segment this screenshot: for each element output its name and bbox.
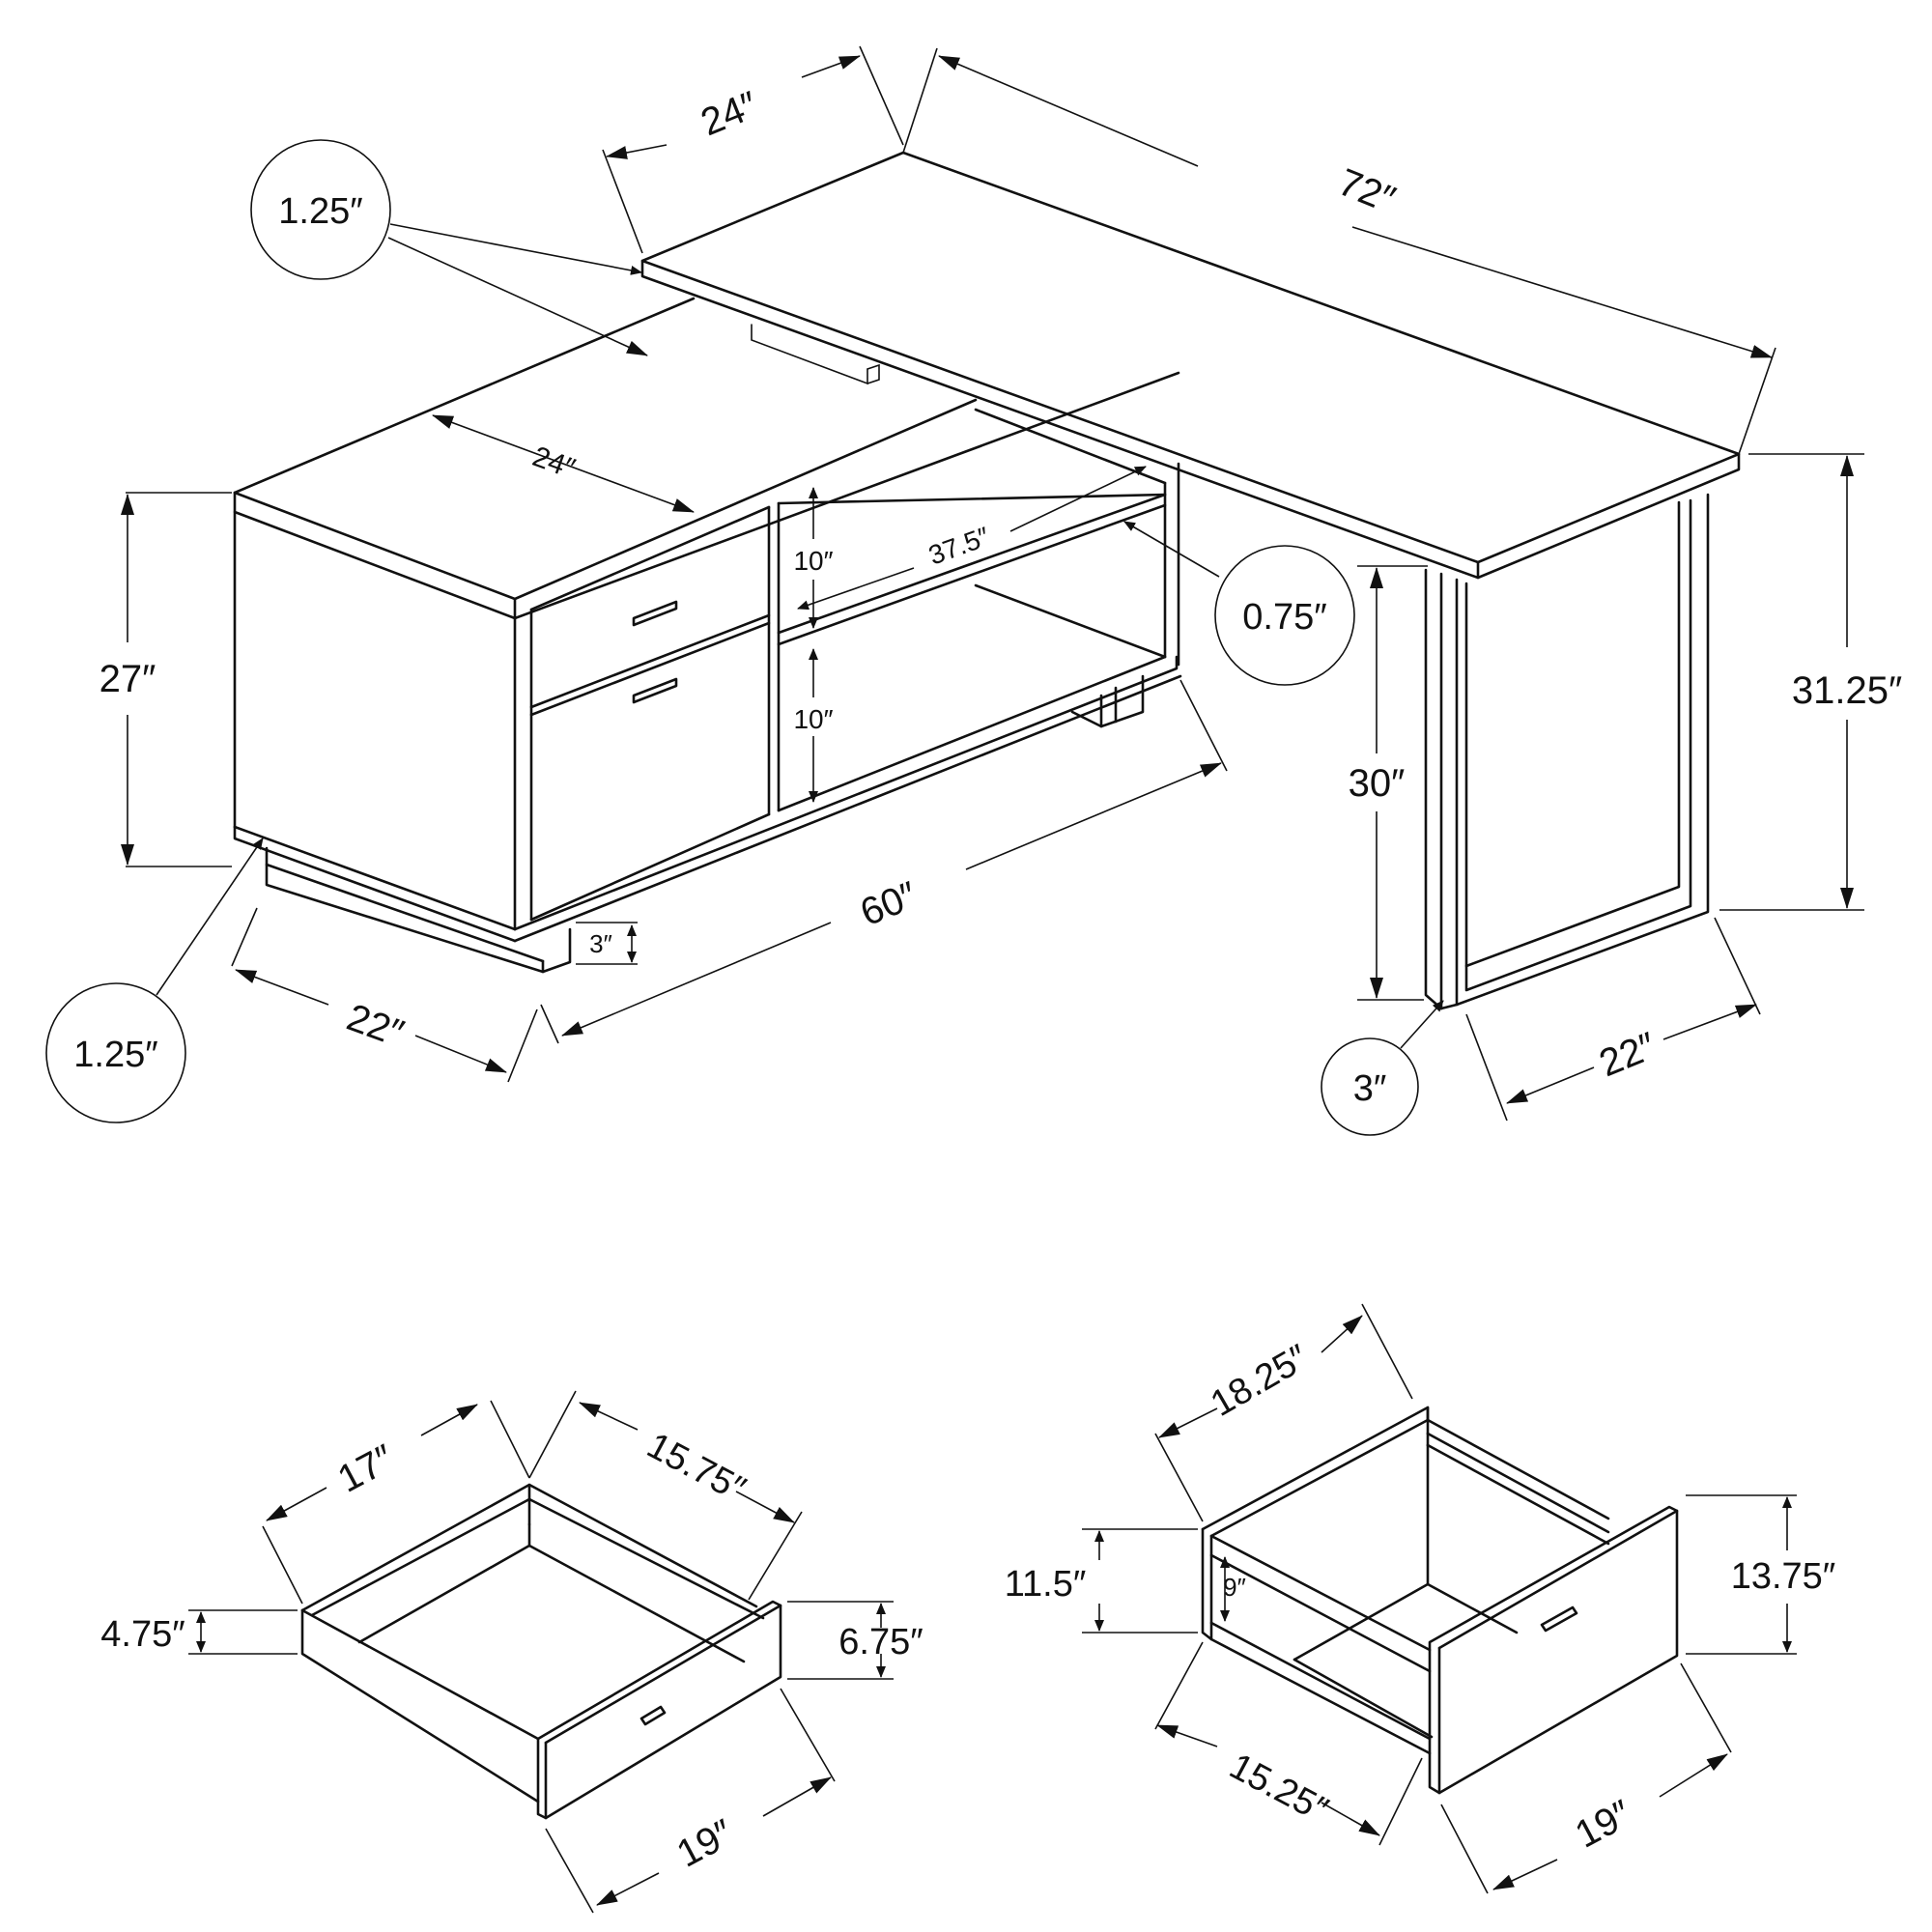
dim-desk-top-width: 72″ <box>1332 161 1401 222</box>
dim-small-drawer-front-width: 19″ <box>670 1811 740 1875</box>
dim-shelf-opening-bottom: 10″ <box>793 704 833 734</box>
file-drawer-drawing <box>1201 1406 1679 1795</box>
dim-file-drawer-inner-depth: 15.25″ <box>1223 1746 1335 1831</box>
callout-base-thickness <box>45 982 186 1123</box>
dim-file-drawer-front-width: 19″ <box>1569 1792 1638 1856</box>
small-drawer-drawing <box>300 1483 782 1820</box>
dim-small-drawer-front-height: 6.75″ <box>838 1622 923 1662</box>
small-drawer-dimensions: 17″ 15.75″ 4.75″ 6.75″ 19″ <box>100 1390 923 1914</box>
dim-cabinet-top-depth: 24″ <box>528 440 580 485</box>
cabinet <box>233 297 1182 974</box>
dim-leg-height: 30″ <box>1349 762 1406 805</box>
callout-shelf-thickness <box>1214 545 1355 686</box>
dim-total-height: 31.25″ <box>1792 669 1902 712</box>
dim-desk-top-depth: 24″ <box>696 84 764 145</box>
dim-shelf-opening-top: 10″ <box>793 546 833 576</box>
dim-cabinet-length: 60″ <box>855 874 923 935</box>
dim-leg-thickness: 3″ <box>1353 1068 1387 1109</box>
dim-small-drawer-side-height: 4.75″ <box>100 1614 185 1655</box>
dim-file-drawer-front-height: 13.75″ <box>1731 1556 1836 1597</box>
callout-top-thickness <box>250 139 391 280</box>
dim-plinth-height: 3″ <box>589 929 612 958</box>
desk-leg <box>1424 493 1710 1010</box>
desk-top <box>640 151 1741 580</box>
dim-leg-depth: 22″ <box>1594 1025 1662 1086</box>
dim-cabinet-height: 27″ <box>99 658 156 700</box>
dim-cabinet-base-thickness: 1.25″ <box>73 1035 157 1075</box>
dim-desk-top-thickness: 1.25″ <box>278 191 362 232</box>
dim-file-drawer-inner-height: 9″ <box>1223 1573 1246 1602</box>
dim-file-drawer-outer-width: 18.25″ <box>1204 1337 1315 1425</box>
dim-small-drawer-outer-width: 17″ <box>331 1436 401 1500</box>
dim-cabinet-depth: 22″ <box>341 996 409 1055</box>
callout-leg-thickness <box>1321 1037 1419 1136</box>
desk-dimensions: 72″ 24″ 1.25″ 24″ 27″ 10″ 10″ 37.5″ <box>45 45 1902 1136</box>
dim-small-drawer-inner-depth: 15.75″ <box>640 1425 753 1510</box>
dim-shelf-thickness: 0.75″ <box>1242 597 1326 638</box>
file-drawer-dimensions: 18.25″ 11.5″ 9″ 13.75″ 15.25″ 19″ <box>1005 1303 1836 1894</box>
dim-shelf-width: 37.5″ <box>924 521 993 570</box>
l-desk-drawing <box>233 151 1741 1010</box>
dim-file-drawer-side-height: 11.5″ <box>1005 1564 1087 1605</box>
